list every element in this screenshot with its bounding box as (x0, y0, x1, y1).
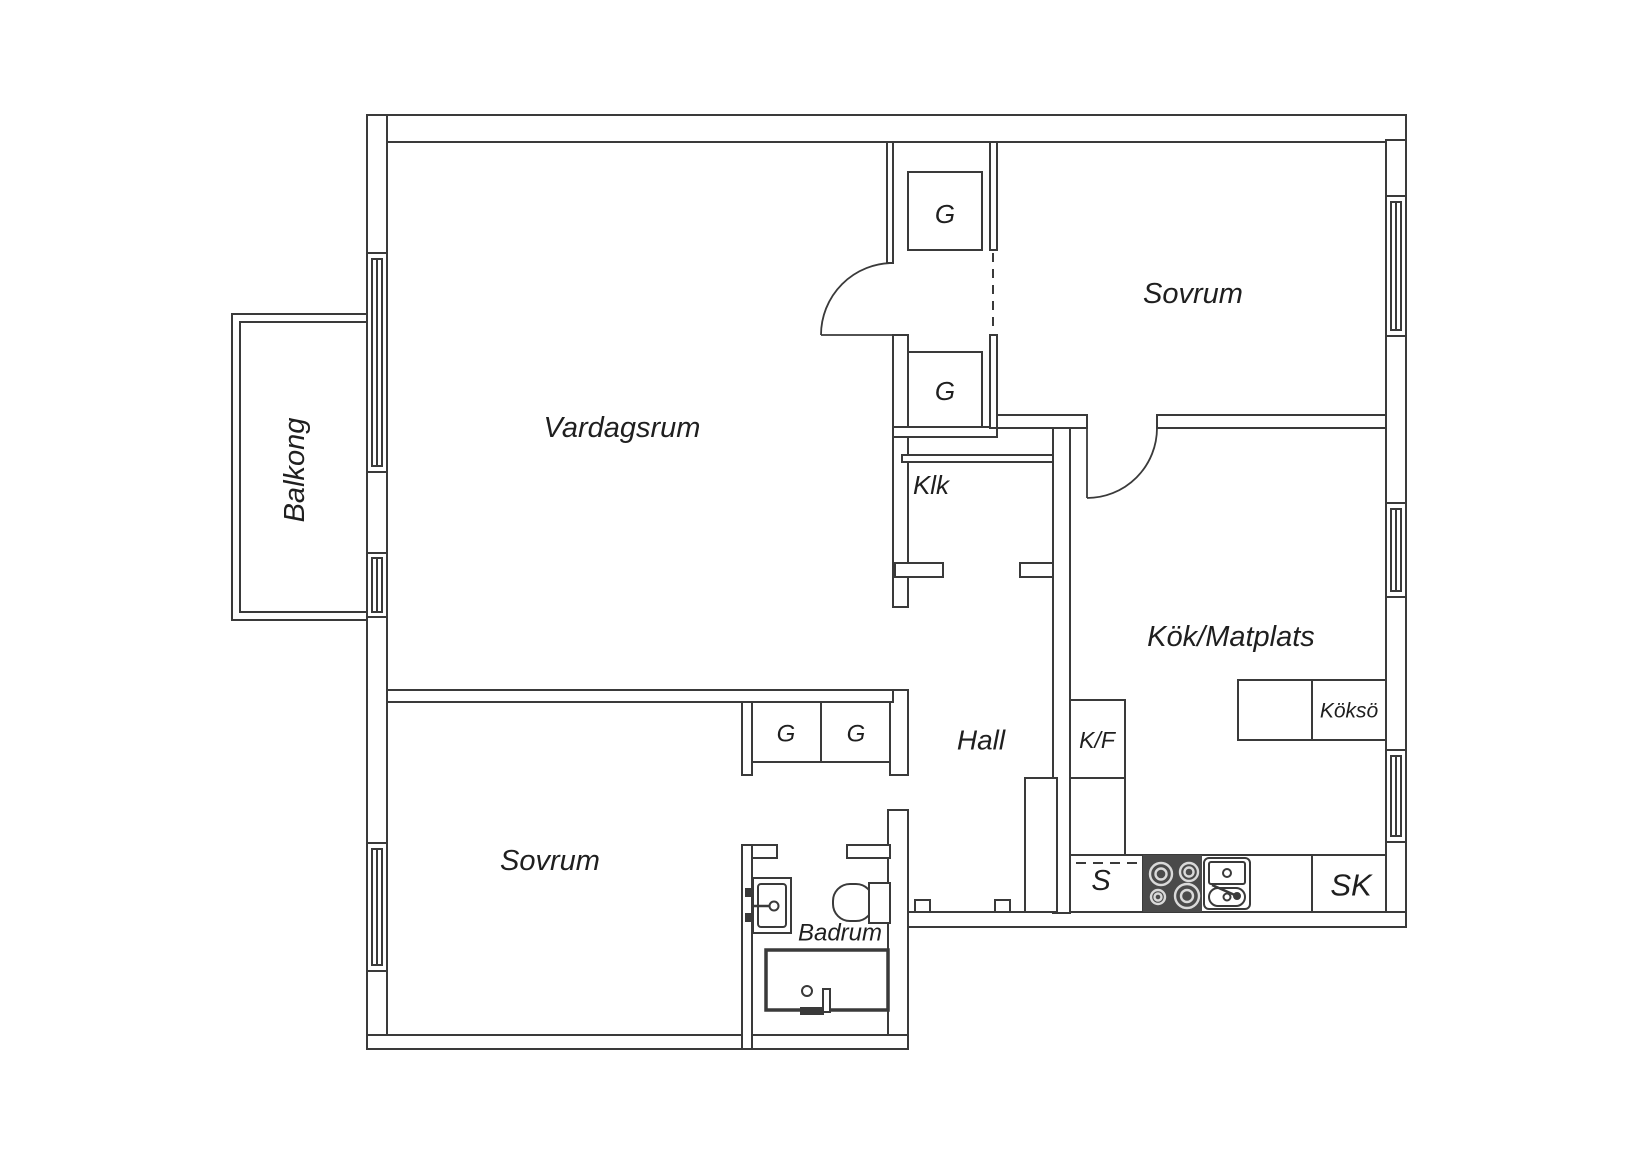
doors (820, 253, 1158, 499)
wall-badrum-left (741, 844, 753, 1050)
closet-g-double (751, 701, 891, 763)
wall-nook-bottom (892, 426, 998, 438)
wall-bottom-right (907, 911, 1407, 928)
window-sovrum-bottom-left (366, 842, 388, 972)
wall-vardagsrum-east-upper (886, 141, 894, 264)
stove-burners (1148, 861, 1201, 910)
wall-shaft (1024, 777, 1058, 913)
kitchen-sink (1203, 857, 1251, 910)
wall-sovrum-top-west-seg1 (989, 141, 998, 251)
window-vardagsrum-left (366, 252, 388, 473)
labels: Balkong Vardagsrum Sovrum Sovrum Klk Hal… (279, 199, 1378, 947)
bathroom-fixtures (745, 877, 891, 1015)
door-kitchen (1086, 427, 1158, 499)
room-label-balkong: Balkong (279, 418, 311, 523)
wall-entry-jamb-right (994, 899, 1011, 913)
label-garderob-hall-1: G (777, 721, 796, 748)
label-skafferi: S (1091, 865, 1111, 897)
wall-right-seg2 (1385, 335, 1407, 504)
label-kokso: Köksö (1320, 700, 1379, 723)
bathtub (764, 948, 890, 1015)
wall-left-seg3 (366, 616, 388, 844)
room-label-klk: Klk (913, 470, 951, 500)
windows (366, 195, 1407, 972)
walls (366, 114, 1407, 1050)
window-balcony-door (366, 552, 388, 618)
wall-badrum-stub-right (846, 844, 891, 859)
wall-left-seg1 (366, 114, 388, 254)
kitchen-island (1237, 679, 1387, 741)
label-garderob-hall-2: G (847, 721, 866, 748)
closet-g-top (907, 171, 983, 251)
wall-right-seg1 (1385, 139, 1407, 197)
wall-bottom-left (366, 1034, 909, 1050)
wall-vardagsrum-south (386, 689, 894, 703)
wall-kitchen-north-west (996, 414, 1088, 429)
room-label-kok-matplats: Kök/Matplats (1147, 621, 1315, 653)
wall-left-seg4 (366, 970, 388, 1036)
label-kyl-frys: K/F (1079, 727, 1117, 753)
wall-right-seg4 (1385, 841, 1407, 913)
room-label-sovrum-bottom: Sovrum (500, 845, 600, 877)
wall-kitchen-north-east (1156, 414, 1387, 429)
wall-sovrum-top-west-seg2 (989, 334, 998, 429)
cabinets (751, 171, 1387, 913)
wall-top (366, 114, 1407, 143)
window-sovrum-top-right (1385, 195, 1407, 337)
stove (1143, 855, 1202, 912)
label-garderob-lower: G (935, 376, 955, 406)
wall-klk-stub-left (894, 562, 944, 578)
room-label-hall: Hall (957, 725, 1006, 756)
window-kitchen-upper-right (1385, 502, 1407, 598)
bathroom-sink (745, 877, 792, 934)
wall-entry-jamb-left (914, 899, 931, 913)
wall-left-seg2 (366, 471, 388, 554)
room-label-vardagsrum: Vardagsrum (544, 412, 701, 444)
closet-g-lower (907, 351, 983, 428)
wall-badrum-stub-left (751, 844, 778, 859)
label-stadskap: SK (1330, 868, 1373, 903)
room-label-badrum: Badrum (798, 920, 882, 947)
wall-corridor-west (741, 701, 753, 776)
toilet (832, 882, 891, 924)
wall-klk-top (901, 454, 1054, 463)
door-vardagsrum (820, 262, 894, 336)
wall-vardagsrum-east-column (892, 334, 909, 608)
cabinet-below-kf (1069, 777, 1126, 856)
window-kitchen-lower-right (1385, 749, 1407, 843)
room-label-sovrum-top: Sovrum (1143, 278, 1243, 310)
label-garderob-top: G (935, 199, 955, 229)
wall-right-seg3 (1385, 596, 1407, 751)
